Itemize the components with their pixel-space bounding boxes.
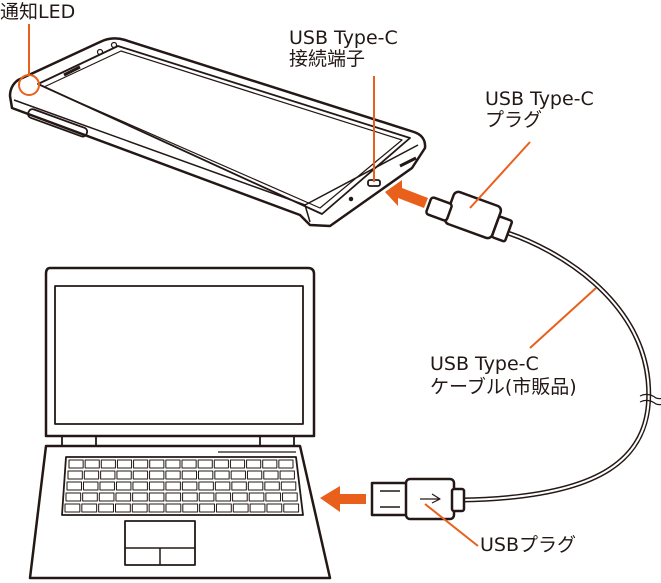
- keyboard-key: [266, 503, 283, 513]
- keyboard-key: [247, 481, 264, 491]
- keyboard-key: [114, 503, 131, 513]
- keyboard-key: [215, 503, 232, 513]
- keyboard-key: [214, 470, 230, 480]
- keyboard-key: [133, 459, 149, 469]
- keyboard-key: [116, 459, 133, 469]
- keyboard-key: [82, 481, 99, 491]
- keyboard-key: [165, 492, 182, 502]
- keyboard-key: [181, 481, 198, 491]
- keyboard-key: [280, 481, 297, 491]
- keyboard-key: [246, 470, 263, 480]
- smartphone: [8, 37, 427, 228]
- keyboard-key: [264, 481, 280, 491]
- keyboard-key: [67, 470, 83, 480]
- keyboard-key: [115, 492, 132, 502]
- keyboard-key: [165, 459, 181, 469]
- keyboard-key: [98, 503, 114, 513]
- label-usbc-plug-line2: プラグ: [485, 109, 543, 131]
- keyboard-key: [199, 503, 215, 513]
- keyboard-key: [198, 492, 215, 502]
- keyboard-key: [232, 492, 248, 502]
- usb-cable: [459, 229, 661, 503]
- label-cable-line2: ケーブル(市販品): [430, 376, 577, 398]
- keyboard-key: [279, 470, 295, 480]
- keyboard-key: [100, 459, 116, 469]
- keyboard-key: [246, 459, 262, 469]
- keyboard-key: [282, 492, 298, 502]
- keyboard-key: [230, 470, 246, 480]
- keyboard-key: [149, 459, 165, 469]
- keyboard-key: [165, 503, 182, 513]
- keyboard-key: [64, 503, 81, 513]
- leader-cable: [529, 287, 597, 349]
- keyboard-key: [197, 459, 213, 469]
- insert-arrow-phone: [385, 180, 428, 208]
- keyboard-key: [232, 503, 249, 513]
- insert-arrow-laptop: [320, 486, 366, 512]
- keyboard-key: [215, 492, 232, 502]
- keyboard-key: [249, 503, 266, 513]
- keyboard-key: [165, 481, 181, 491]
- keyboard-key: [148, 503, 165, 513]
- keyboard-key: [198, 481, 214, 491]
- keyboard-key: [132, 470, 149, 480]
- keyboard-key: [81, 503, 98, 513]
- keyboard-key: [98, 492, 115, 502]
- keyboard-key: [283, 503, 300, 513]
- keyboard-key: [100, 470, 116, 480]
- keyboard-key: [149, 470, 165, 480]
- label-usb-plug: USBプラグ: [480, 534, 577, 556]
- keyboard-key: [131, 503, 148, 513]
- keyboard-key: [263, 470, 279, 480]
- label-usbc-plug-line1: USB Type-C: [485, 88, 594, 110]
- keyboard-key: [278, 459, 294, 469]
- keyboard-key: [65, 492, 82, 502]
- label-usb-port-line1: USB Type-C: [289, 27, 398, 49]
- keyboard-key: [82, 492, 98, 502]
- laptop: [28, 266, 332, 580]
- keyboard-key: [181, 470, 198, 480]
- usb-c-plug: [425, 190, 514, 243]
- keyboard-key: [248, 492, 265, 502]
- keyboard-key: [182, 503, 199, 513]
- keyboard-key: [231, 481, 247, 491]
- keyboard-key: [132, 492, 148, 502]
- keyboard-key: [84, 459, 100, 469]
- keyboard-key: [198, 470, 214, 480]
- leader-usbc-plug: [469, 141, 531, 209]
- keyboard-key: [148, 492, 165, 502]
- keyboard-key: [132, 481, 148, 491]
- keyboard-key: [214, 481, 231, 491]
- led-highlight: [18, 74, 40, 96]
- keyboard-key: [265, 492, 282, 502]
- keyboard-key: [262, 459, 278, 469]
- keyboard-key: [99, 481, 115, 491]
- keyboard-key: [213, 459, 229, 469]
- keyboard-key: [229, 459, 246, 469]
- keyboard-key: [115, 481, 132, 491]
- keyboard-key: [181, 459, 197, 469]
- label-usb-port-line2: 接続端子: [289, 48, 366, 70]
- keyboard-key: [68, 459, 84, 469]
- keyboard-key: [66, 481, 82, 491]
- label-notification-led: 通知LED: [0, 1, 76, 23]
- leader-usb-plug: [424, 503, 479, 547]
- keyboard-key: [116, 470, 132, 480]
- keyboard-key: [83, 470, 100, 480]
- keyboard-key: [165, 470, 181, 480]
- keyboard-key: [182, 492, 198, 502]
- label-cable-line1: USB Type-C: [430, 353, 539, 375]
- usb-a-plug: [370, 477, 466, 521]
- keyboard-key: [148, 481, 165, 491]
